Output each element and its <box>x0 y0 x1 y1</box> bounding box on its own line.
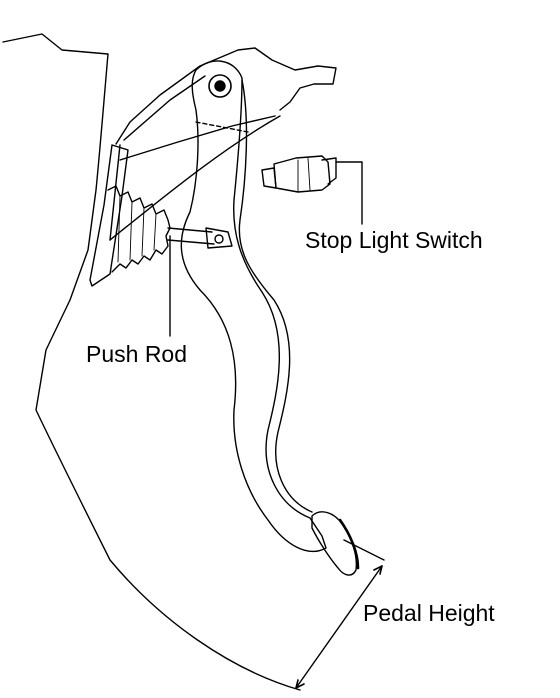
pedal-support-bracket <box>115 47 337 145</box>
push-rod-label: Push Rod <box>86 341 188 367</box>
brake-pedal-pad <box>311 511 358 576</box>
bracket-rib <box>123 75 206 141</box>
stop-light-switch-body <box>273 155 331 193</box>
pedal-height-label: Pedal Height <box>363 600 495 626</box>
clevis-pin <box>214 234 224 244</box>
dash-panel-outline <box>2 33 301 691</box>
stop-light-switch-leader <box>335 161 363 225</box>
boot-ridges <box>117 195 157 263</box>
stop-light-switch-ridges <box>297 157 311 193</box>
bracket-diagonal <box>109 115 281 241</box>
stop-light-switch-nut <box>261 167 277 189</box>
pedal-arm-inner-edge <box>238 79 313 513</box>
firewall-inner-line <box>109 144 121 241</box>
stop-light-switch-label: Stop Light Switch <box>305 227 483 253</box>
pedal-height-extension-line <box>343 539 385 561</box>
brake-pedal-arm <box>180 60 327 553</box>
pedal-height-arrow-top <box>373 565 383 575</box>
pedal-pad-face <box>338 518 360 570</box>
pedal-pivot-bolt-outer <box>208 74 232 98</box>
stop-light-switch-connector <box>321 157 337 185</box>
bracket-lower-edge <box>119 115 276 161</box>
push-rod <box>167 227 215 245</box>
push-rod-clevis <box>205 227 233 249</box>
pedal-height-dimension-line <box>295 565 383 689</box>
pedal-height-arrow-bottom <box>295 679 305 689</box>
pedal-pivot-bolt-inner <box>214 80 226 92</box>
